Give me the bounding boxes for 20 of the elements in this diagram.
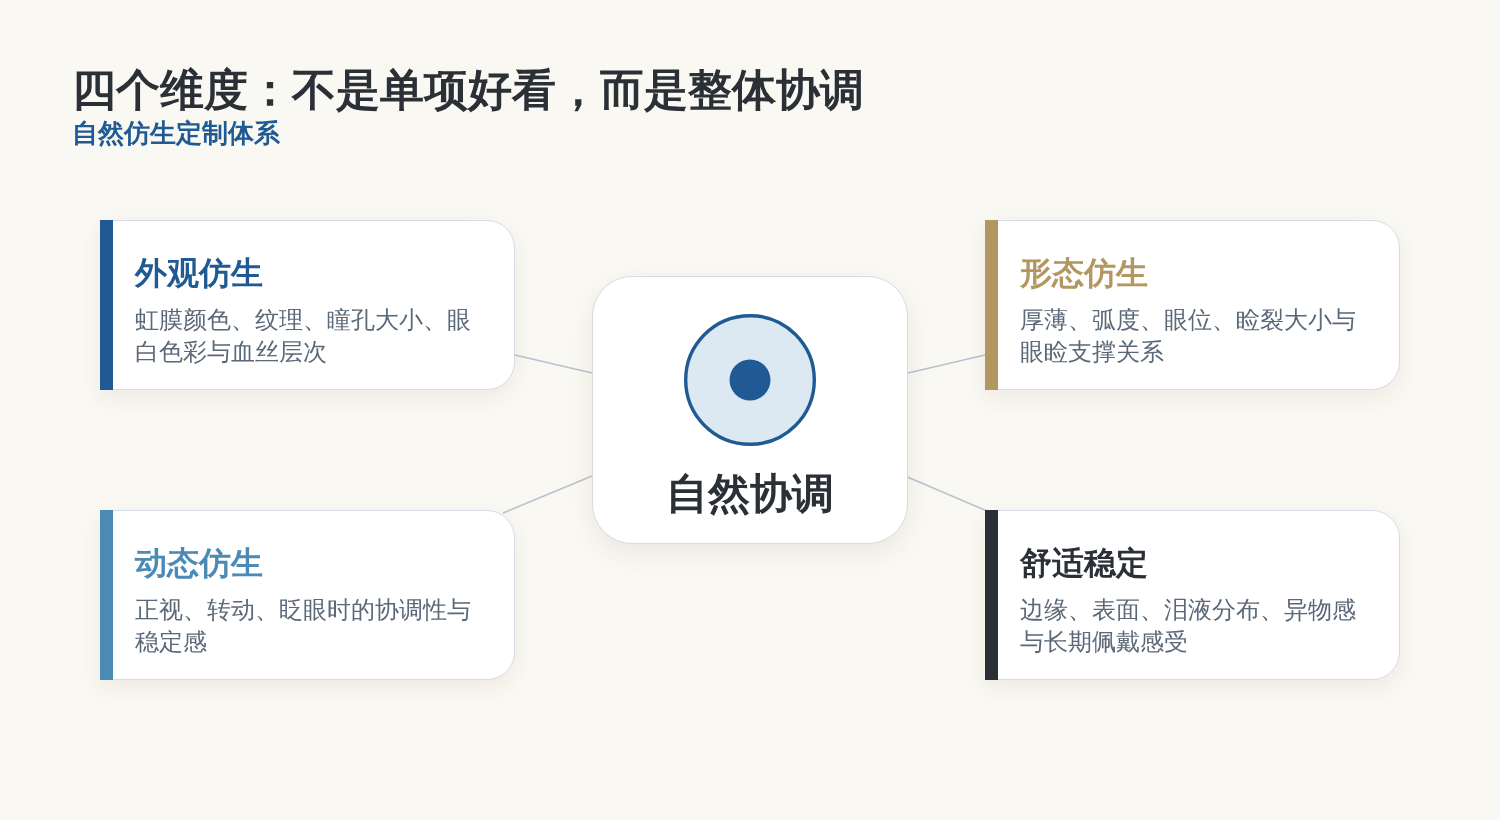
info-card	[985, 510, 1400, 680]
card-text: 厚薄、弧度、眼位、睑裂大小与眼睑支撑关系	[1020, 305, 1357, 367]
card-heading: 外观仿生	[135, 254, 263, 293]
card-heading: 动态仿生	[135, 544, 263, 583]
info-card	[100, 220, 515, 390]
connector-line	[907, 354, 986, 374]
card-heading: 形态仿生	[1020, 254, 1148, 293]
subtitle: 自然仿生定制体系	[72, 117, 280, 149]
connector-line	[502, 475, 593, 514]
connector-line	[907, 476, 988, 512]
center-heading: 自然协调	[664, 469, 835, 519]
card-text: 边缘、表面、泪液分布、异物感与长期佩戴感受	[1020, 595, 1357, 657]
connector-line	[514, 354, 593, 374]
title: 四个维度：不是单项好看，而是整体协调	[72, 64, 864, 116]
info-card	[985, 220, 1400, 390]
center-card	[592, 276, 908, 544]
info-card	[100, 510, 515, 680]
card-text: 正视、转动、眨眼时的协调性与稳定感	[135, 595, 472, 657]
card-text: 虹膜颜色、纹理、瞳孔大小、眼白色彩与血丝层次	[135, 305, 472, 367]
card-heading: 舒适稳定	[1020, 544, 1148, 583]
